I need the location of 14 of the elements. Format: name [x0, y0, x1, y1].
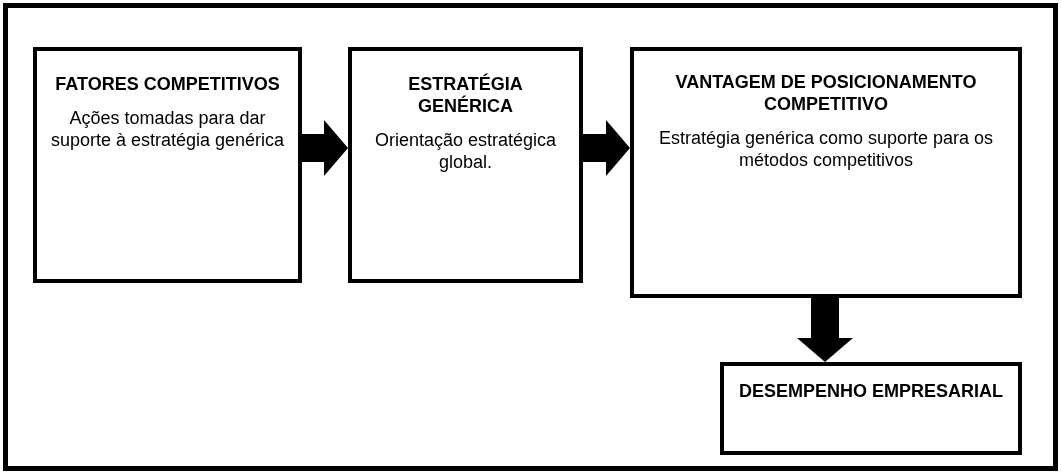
process-box	[630, 47, 1022, 298]
description-text: Orientação estratégica global.	[373, 129, 558, 173]
block-arrow	[797, 298, 853, 362]
block-arrow	[302, 120, 348, 176]
box-heading: FATORES COMPETITIVOS	[55, 73, 280, 95]
process-box	[348, 47, 583, 283]
box-heading: ESTRATÉGIA GENÉRICA	[407, 73, 524, 117]
process-box	[720, 362, 1022, 455]
description-text: Estratégia genérica como suporte para os métodos competitivos	[657, 127, 995, 171]
box-heading: DESEMPENHO EMPRESARIAL	[738, 380, 1003, 402]
description-text: Ações tomadas para dar suporte à estratégia genérica	[49, 107, 286, 151]
box-heading: VANTAGEM DE POSICIONAMENTO COMPETITIVO	[674, 71, 978, 115]
process-box	[33, 47, 302, 283]
block-arrow	[583, 120, 630, 176]
